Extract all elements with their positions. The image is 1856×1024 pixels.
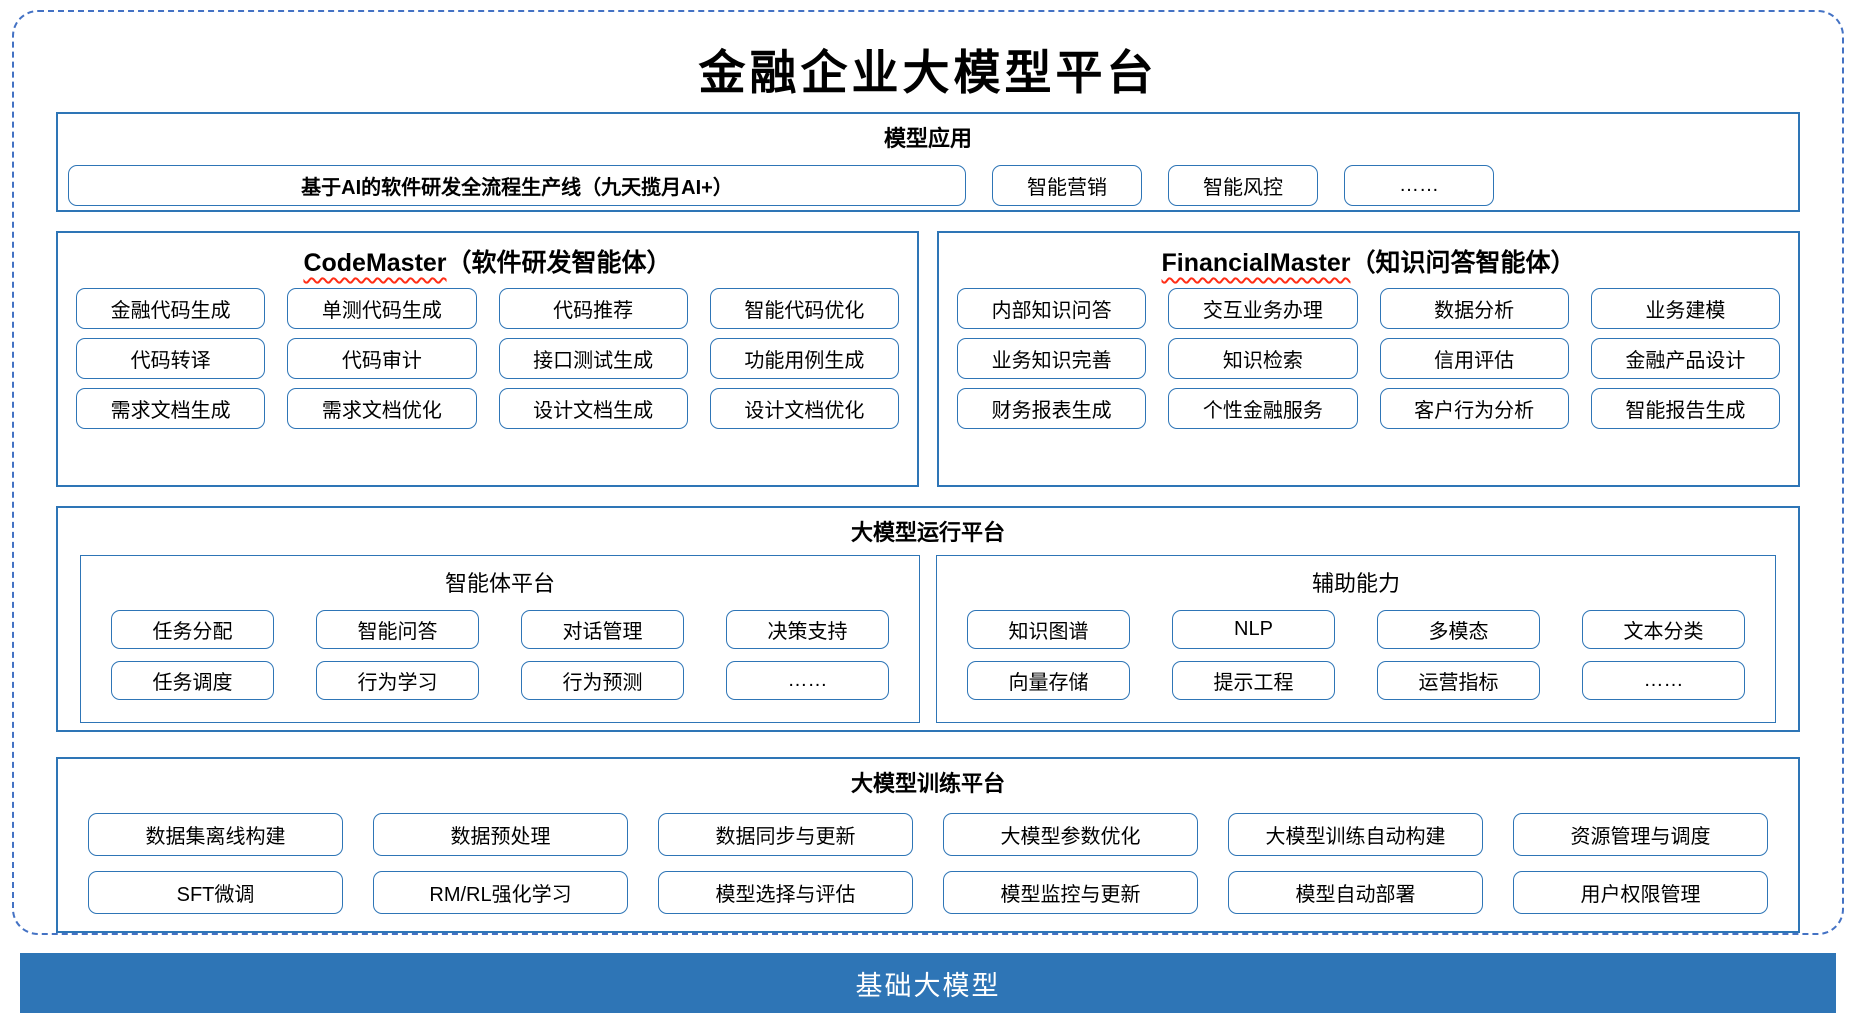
capability-box: NLP bbox=[1172, 610, 1335, 649]
capability-box: 代码转译 bbox=[76, 338, 266, 379]
capability-box: 智能报告生成 bbox=[1590, 388, 1780, 429]
financialmaster-box-row: 业务知识完善知识检索信用评估金融产品设计 bbox=[957, 338, 1780, 379]
capability-box: 数据集离线构建 bbox=[88, 813, 343, 856]
capability-box: 提示工程 bbox=[1172, 661, 1335, 700]
capability-box: 模型自动部署 bbox=[1228, 871, 1483, 914]
auxiliary-box-row: 向量存储 提示工程 运营指标 …… bbox=[967, 661, 1745, 700]
capability-box: 智能代码优化 bbox=[709, 288, 899, 329]
platform-dashed-frame: 金融企业大模型平台 模型应用 基于AI的软件研发全流程生产线（九天揽月AI+） 智… bbox=[12, 10, 1844, 935]
capability-box: 数据预处理 bbox=[373, 813, 628, 856]
capability-box: 需求文档生成 bbox=[76, 388, 266, 429]
capability-box: 向量存储 bbox=[967, 661, 1130, 700]
section-model-applications: 模型应用 基于AI的软件研发全流程生产线（九天揽月AI+） 智能营销智能风控 …… bbox=[56, 112, 1800, 212]
capability-box: 数据同步与更新 bbox=[658, 813, 913, 856]
capability-box: 接口测试生成 bbox=[498, 338, 688, 379]
capability-box: 设计文档生成 bbox=[498, 388, 688, 429]
training-box-row: 数据集离线构建数据预处理数据同步与更新大模型参数优化大模型训练自动构建资源管理与… bbox=[88, 813, 1768, 856]
agent-platform-box-row: 任务调度 行为学习 行为预测 …… bbox=[111, 661, 889, 700]
capability-box: RM/RL强化学习 bbox=[373, 871, 628, 914]
capability-box: 运营指标 bbox=[1377, 661, 1540, 700]
capability-box: 大模型训练自动构建 bbox=[1228, 813, 1483, 856]
capability-box: 代码推荐 bbox=[498, 288, 688, 329]
panel-financialmaster-title: FinancialMaster（知识问答智能体） bbox=[951, 243, 1786, 279]
section-training-platform: 大模型训练平台 数据集离线构建数据预处理数据同步与更新大模型参数优化大模型训练自… bbox=[56, 757, 1800, 933]
capability-box: 代码审计 bbox=[287, 338, 477, 379]
section-runtime-header: 大模型运行平台 bbox=[850, 520, 1005, 545]
capability-box: …… bbox=[726, 661, 889, 700]
section-runtime-platform: 大模型运行平台 智能体平台 任务分配 智能问答 对话管理 决策支持 任务调度 行为学习 行… bbox=[56, 506, 1800, 732]
capability-box: 客户行为分析 bbox=[1379, 388, 1569, 429]
capability-box: …… bbox=[1344, 165, 1494, 206]
capability-box: …… bbox=[1582, 661, 1745, 700]
model-application-box-row: 基于AI的软件研发全流程生产线（九天揽月AI+） 智能营销智能风控 …… bbox=[68, 165, 1788, 206]
capability-box: 模型选择与评估 bbox=[658, 871, 913, 914]
training-box-row: SFT微调 RM/RL强化学习模型选择与评估模型监控与更新模型自动部署用户权限管理 bbox=[88, 871, 1768, 914]
section-training-header: 大模型训练平台 bbox=[850, 771, 1005, 796]
codemaster-box-row: 金融代码生成单测代码生成代码推荐智能代码优化 bbox=[76, 288, 899, 329]
capability-box: 智能营销 bbox=[992, 165, 1142, 206]
capability-box: 个性金融服务 bbox=[1168, 388, 1358, 429]
page-title: 金融企业大模型平台 bbox=[698, 46, 1158, 101]
capability-box: 设计文档优化 bbox=[709, 388, 899, 429]
agents-row: CodeMaster（软件研发智能体） 金融代码生成单测代码生成代码推荐智能代码… bbox=[56, 231, 1800, 487]
capability-box: 资源管理与调度 bbox=[1513, 813, 1768, 856]
capability-box: 业务建模 bbox=[1590, 288, 1780, 329]
capability-box: 基于AI的软件研发全流程生产线（九天揽月AI+） bbox=[68, 165, 966, 206]
financialmaster-box-row: 财务报表生成个性金融服务客户行为分析智能报告生成 bbox=[957, 388, 1780, 429]
capability-box: 金融代码生成 bbox=[76, 288, 266, 329]
panel-financialmaster-suffix: （知识问答智能体） bbox=[1350, 249, 1576, 277]
panel-codemaster-suffix: （软件研发智能体） bbox=[446, 249, 672, 277]
capability-box: 智能问答 bbox=[316, 610, 479, 649]
panel-codemaster: CodeMaster（软件研发智能体） 金融代码生成单测代码生成代码推荐智能代码… bbox=[56, 231, 919, 487]
capability-box: 任务分配 bbox=[111, 610, 274, 649]
panel-codemaster-title: CodeMaster（软件研发智能体） bbox=[70, 243, 905, 279]
capability-box: 知识检索 bbox=[1168, 338, 1358, 379]
agent-platform-box-row: 任务分配 智能问答 对话管理 决策支持 bbox=[111, 610, 889, 649]
financialmaster-box-row: 内部知识问答交互业务办理数据分析业务建模 bbox=[957, 288, 1780, 329]
auxiliary-box-row: 知识图谱 NLP 多模态 文本分类 bbox=[967, 610, 1745, 649]
foundation-model-bar: 基础大模型 bbox=[20, 953, 1836, 1013]
panel-agent-platform-header: 智能体平台 bbox=[444, 571, 555, 596]
capability-box: 需求文档优化 bbox=[287, 388, 477, 429]
capability-box: SFT微调 bbox=[88, 871, 343, 914]
capability-box: 财务报表生成 bbox=[957, 388, 1147, 429]
panel-financialmaster-name: FinancialMaster bbox=[1161, 249, 1351, 277]
capability-box: 对话管理 bbox=[521, 610, 684, 649]
capability-box: 数据分析 bbox=[1379, 288, 1569, 329]
capability-box: 智能风控 bbox=[1168, 165, 1318, 206]
codemaster-box-row: 需求文档生成需求文档优化设计文档生成设计文档优化 bbox=[76, 388, 899, 429]
capability-box: 行为预测 bbox=[521, 661, 684, 700]
panel-financialmaster: FinancialMaster（知识问答智能体） 内部知识问答交互业务办理数据分… bbox=[937, 231, 1800, 487]
runtime-inner-row: 智能体平台 任务分配 智能问答 对话管理 决策支持 任务调度 行为学习 行为预测 …… 辅助… bbox=[80, 555, 1776, 723]
capability-box: 多模态 bbox=[1377, 610, 1540, 649]
capability-box: 金融产品设计 bbox=[1590, 338, 1780, 379]
capability-box: 行为学习 bbox=[316, 661, 479, 700]
capability-box: 模型监控与更新 bbox=[943, 871, 1198, 914]
capability-box: 功能用例生成 bbox=[709, 338, 899, 379]
codemaster-box-row: 代码转译代码审计接口测试生成功能用例生成 bbox=[76, 338, 899, 379]
panel-auxiliary-capabilities: 辅助能力 知识图谱 NLP 多模态 文本分类 向量存储 提示工程 运营指标 …… bbox=[936, 555, 1776, 723]
panel-agent-platform: 智能体平台 任务分配 智能问答 对话管理 决策支持 任务调度 行为学习 行为预测 …… bbox=[80, 555, 920, 723]
capability-box: 信用评估 bbox=[1379, 338, 1569, 379]
panel-auxiliary-header: 辅助能力 bbox=[1311, 571, 1400, 596]
capability-box: 业务知识完善 bbox=[957, 338, 1147, 379]
capability-box: 内部知识问答 bbox=[957, 288, 1147, 329]
capability-box: 决策支持 bbox=[726, 610, 889, 649]
capability-box: 单测代码生成 bbox=[287, 288, 477, 329]
capability-box: 任务调度 bbox=[111, 661, 274, 700]
section-model-applications-header: 模型应用 bbox=[883, 126, 972, 151]
capability-box: 文本分类 bbox=[1582, 610, 1745, 649]
capability-box: 知识图谱 bbox=[967, 610, 1130, 649]
capability-box: 用户权限管理 bbox=[1513, 871, 1768, 914]
capability-box: 大模型参数优化 bbox=[943, 813, 1198, 856]
capability-box: 交互业务办理 bbox=[1168, 288, 1358, 329]
panel-codemaster-name: CodeMaster bbox=[303, 249, 447, 277]
